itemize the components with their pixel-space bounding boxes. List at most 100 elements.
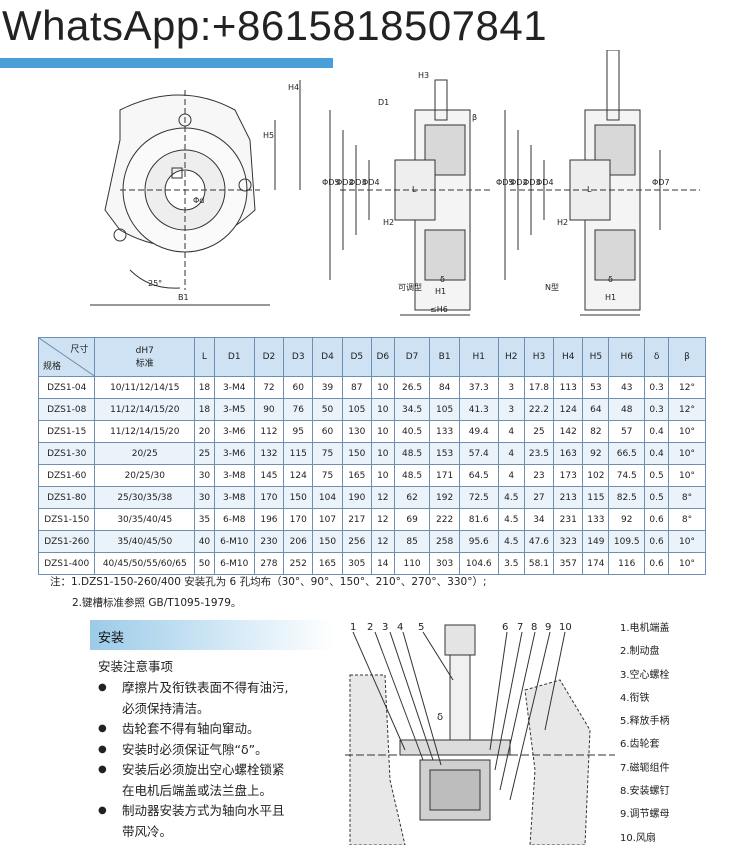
label-phi-d: Φd bbox=[193, 196, 204, 205]
label-beta: β bbox=[472, 113, 477, 122]
table-cell: 10° bbox=[668, 442, 706, 465]
label-angle: 25° bbox=[148, 279, 162, 288]
label-h4: H4 bbox=[288, 83, 299, 92]
label-d4: ΦD4 bbox=[362, 178, 380, 187]
table-cell: 196 bbox=[253, 508, 285, 531]
table-cell: 95 bbox=[283, 420, 314, 443]
table-cell: 35 bbox=[194, 508, 215, 531]
table-cell: 252 bbox=[283, 552, 314, 575]
table-cell: 357 bbox=[553, 552, 584, 575]
table-cell: 153 bbox=[429, 442, 460, 465]
table-cell: 10° bbox=[668, 464, 706, 487]
table-cell: 0.5 bbox=[644, 486, 670, 509]
table-cell: 22.2 bbox=[523, 398, 555, 421]
table-cell: 47.6 bbox=[523, 530, 555, 553]
callout-7: 7 bbox=[517, 622, 523, 633]
label-d2: ΦD2 bbox=[336, 178, 354, 187]
table-cell: 25 bbox=[523, 420, 555, 443]
table-cell: 12° bbox=[668, 376, 706, 399]
table-cell: 150 bbox=[312, 530, 343, 553]
table-cell: 41.3 bbox=[458, 398, 499, 421]
table-cell: 14 bbox=[370, 552, 395, 575]
note-2: 2.键槽标准参照 GB/T1095-1979。 bbox=[72, 597, 242, 609]
table-cell: 60 bbox=[283, 376, 314, 399]
table-cell: 30 bbox=[194, 464, 215, 487]
label-h1: H1 bbox=[435, 287, 446, 296]
caption-adjustable: 可调型 bbox=[398, 283, 422, 292]
table-cell: 3-M8 bbox=[213, 486, 255, 509]
table-cell: 76 bbox=[283, 398, 314, 421]
col-header: L bbox=[194, 337, 215, 377]
table-cell: 4.5 bbox=[497, 508, 525, 531]
technical-drawings: H4 H5 Φd 25° B1 H3 D1 ΦD5 ΦD2 ΦD3 ΦD4 L … bbox=[90, 50, 700, 316]
table-cell: 90 bbox=[253, 398, 285, 421]
table-cell: 57.4 bbox=[458, 442, 499, 465]
table-cell: 105 bbox=[341, 398, 372, 421]
table-cell: 3-M6 bbox=[213, 442, 255, 465]
table-cell: 48.5 bbox=[393, 464, 431, 487]
table-cell: 17.8 bbox=[523, 376, 555, 399]
table-cell: 170 bbox=[283, 508, 314, 531]
watermark-underline bbox=[0, 58, 333, 68]
table-cell: 64 bbox=[582, 398, 610, 421]
part-item: 8.安装螺钉 bbox=[620, 786, 670, 798]
table-cell: 6-M10 bbox=[213, 552, 255, 575]
table-cell: 3-M8 bbox=[213, 464, 255, 487]
table-cell: 66.5 bbox=[608, 442, 646, 465]
table-cell: 305 bbox=[341, 552, 372, 575]
corner-diagonal bbox=[39, 338, 94, 376]
table-cell: 3 bbox=[497, 376, 525, 399]
callout-1: 1 bbox=[350, 622, 356, 633]
model-cell: DZS1-04 bbox=[37, 376, 96, 399]
parts-list: 1.电机端盖 2.制动盘 3.空心螺栓 4.衔铁 5.释放手柄 6.齿轮套 7.… bbox=[620, 617, 670, 850]
table-cell: 165 bbox=[312, 552, 343, 575]
table-cell: 87 bbox=[341, 376, 372, 399]
notes: 注：1.DZS1-150-260/400 安装孔为 6 孔均布（30°、90°、… bbox=[50, 572, 487, 614]
table-cell: 130 bbox=[341, 420, 372, 443]
spec-table: 尺寸 规格 dH7 标准 L D1 D2 D3 D4 D5 D6 D7 B1 H… bbox=[37, 337, 706, 575]
col-header: δ bbox=[644, 337, 670, 377]
table-cell: 75 bbox=[312, 464, 343, 487]
table-cell: 12 bbox=[370, 486, 395, 509]
bullet-continuation: 带风冷。 bbox=[122, 823, 173, 839]
col-header: H6 bbox=[608, 337, 646, 377]
table-cell: 74.5 bbox=[608, 464, 646, 487]
label-n-d3: ΦD3 bbox=[523, 178, 541, 187]
table-cell: 206 bbox=[283, 530, 314, 553]
table-cell: 75 bbox=[312, 442, 343, 465]
table-cell: 72.5 bbox=[458, 486, 499, 509]
table-cell: 6-M10 bbox=[213, 530, 255, 553]
table-cell: 85 bbox=[393, 530, 431, 553]
model-cell: DZS1-30 bbox=[37, 442, 96, 465]
label-h3: H3 bbox=[418, 71, 429, 80]
table-cell: 149 bbox=[582, 530, 610, 553]
table-cell: 12 bbox=[370, 530, 395, 553]
label-delta: δ bbox=[440, 275, 445, 284]
table-cell: 4.5 bbox=[497, 486, 525, 509]
table-cell: 34 bbox=[523, 508, 555, 531]
table-cell: 173 bbox=[553, 464, 584, 487]
table-cell: 48 bbox=[608, 398, 646, 421]
bullet-continuation: 必须保持清洁。 bbox=[122, 700, 210, 716]
label-n-h1: H1 bbox=[605, 293, 616, 302]
table-cell: 37.3 bbox=[458, 376, 499, 399]
whatsapp-watermark: WhatsApp:+8615818507841 bbox=[2, 2, 548, 49]
install-assembly-drawing: 1 2 3 4 5 6 7 8 9 10 δ bbox=[345, 622, 615, 845]
table-cell: 174 bbox=[582, 552, 610, 575]
table-cell: 231 bbox=[553, 508, 584, 531]
table-cell: 107 bbox=[312, 508, 343, 531]
table-cell: 3-M5 bbox=[213, 398, 255, 421]
table-cell: 60 bbox=[312, 420, 343, 443]
col-header: D6 bbox=[370, 337, 395, 377]
table-cell: 58.1 bbox=[523, 552, 555, 575]
label-n-d2: ΦD2 bbox=[510, 178, 528, 187]
table-cell: 133 bbox=[429, 420, 460, 443]
table-cell: 57 bbox=[608, 420, 646, 443]
label-h6: ≤H6 bbox=[430, 305, 448, 314]
callout-5: 5 bbox=[418, 622, 424, 633]
